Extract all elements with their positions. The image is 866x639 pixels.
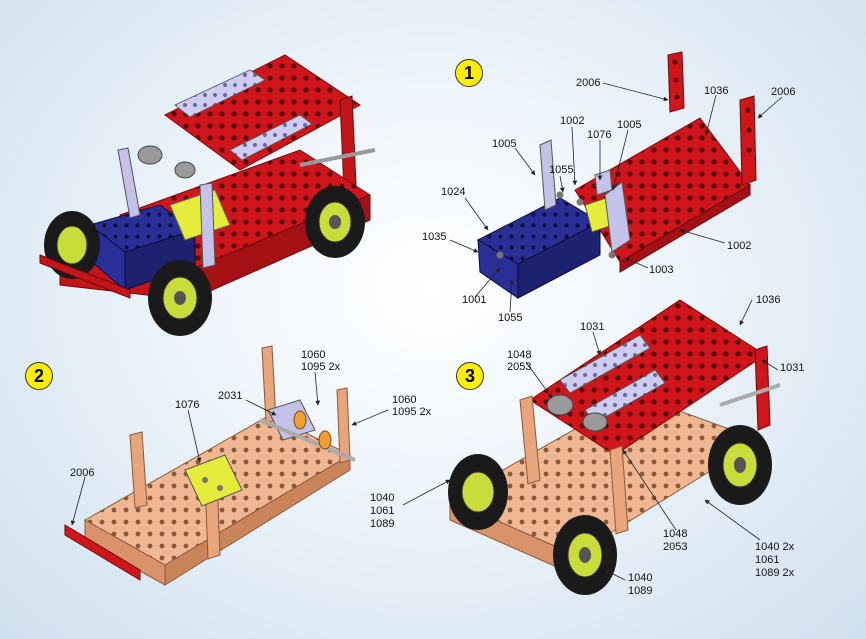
part-label-1040: 1040 xyxy=(628,572,653,584)
part-label-1089: 1089 xyxy=(628,585,653,597)
part-label-1048: 1048 xyxy=(507,349,532,361)
leader-lines xyxy=(70,82,783,581)
part-label-1036: 1036 xyxy=(756,294,781,306)
part-label-1024: 1024 xyxy=(441,186,466,198)
part-label-1076: 1076 xyxy=(587,129,612,141)
step-badge-2: 2 xyxy=(25,362,53,390)
part-label-1095: 1095 2x xyxy=(301,361,341,373)
part-label-2053: 2053 xyxy=(663,541,688,553)
part-label-2006: 2006 xyxy=(576,77,601,89)
finished-model xyxy=(39,54,376,336)
part-label-1003: 1003 xyxy=(649,264,674,276)
part-label-1002: 1002 xyxy=(560,115,585,127)
part-label-2006: 2006 xyxy=(70,467,95,479)
part-label-1055: 1055 xyxy=(498,312,523,324)
part-label-1055: 1055 xyxy=(549,164,574,176)
part-label-1040: 1040 2x xyxy=(755,541,795,553)
part-label-1002: 1002 xyxy=(727,240,752,252)
part-label-1060: 1060 xyxy=(301,349,326,361)
part-label-1001: 1001 xyxy=(462,294,487,306)
part-label-2053: 2053 xyxy=(507,361,532,373)
part-label-1061: 1061 xyxy=(370,505,395,517)
part-label-1005: 1005 xyxy=(617,119,642,131)
part-label-1095: 1095 2x xyxy=(392,406,432,418)
step1-assembly xyxy=(476,51,757,299)
part-label-2031: 2031 xyxy=(218,390,243,402)
part-label-1036: 1036 xyxy=(704,85,729,97)
part-label-1061: 1061 xyxy=(755,554,780,566)
part-label-2006: 2006 xyxy=(771,86,796,98)
part-label-1048: 1048 xyxy=(663,528,688,540)
step2-assembly xyxy=(64,345,356,586)
part-label-1076: 1076 xyxy=(175,399,200,411)
part-label-1040: 1040 xyxy=(370,492,395,504)
step-badge-1: 1 xyxy=(455,59,483,87)
part-label-1031: 1031 xyxy=(780,362,805,374)
part-label-1089: 1089 2x xyxy=(755,567,795,579)
step3-assembly xyxy=(448,299,781,595)
part-label-1060: 1060 xyxy=(392,394,417,406)
step-badge-3: 3 xyxy=(456,362,484,390)
part-label-1005: 1005 xyxy=(492,138,517,150)
part-label-1031: 1031 xyxy=(580,321,605,333)
part-label-1035: 1035 xyxy=(422,231,447,243)
part-label-1089: 1089 xyxy=(370,518,395,530)
